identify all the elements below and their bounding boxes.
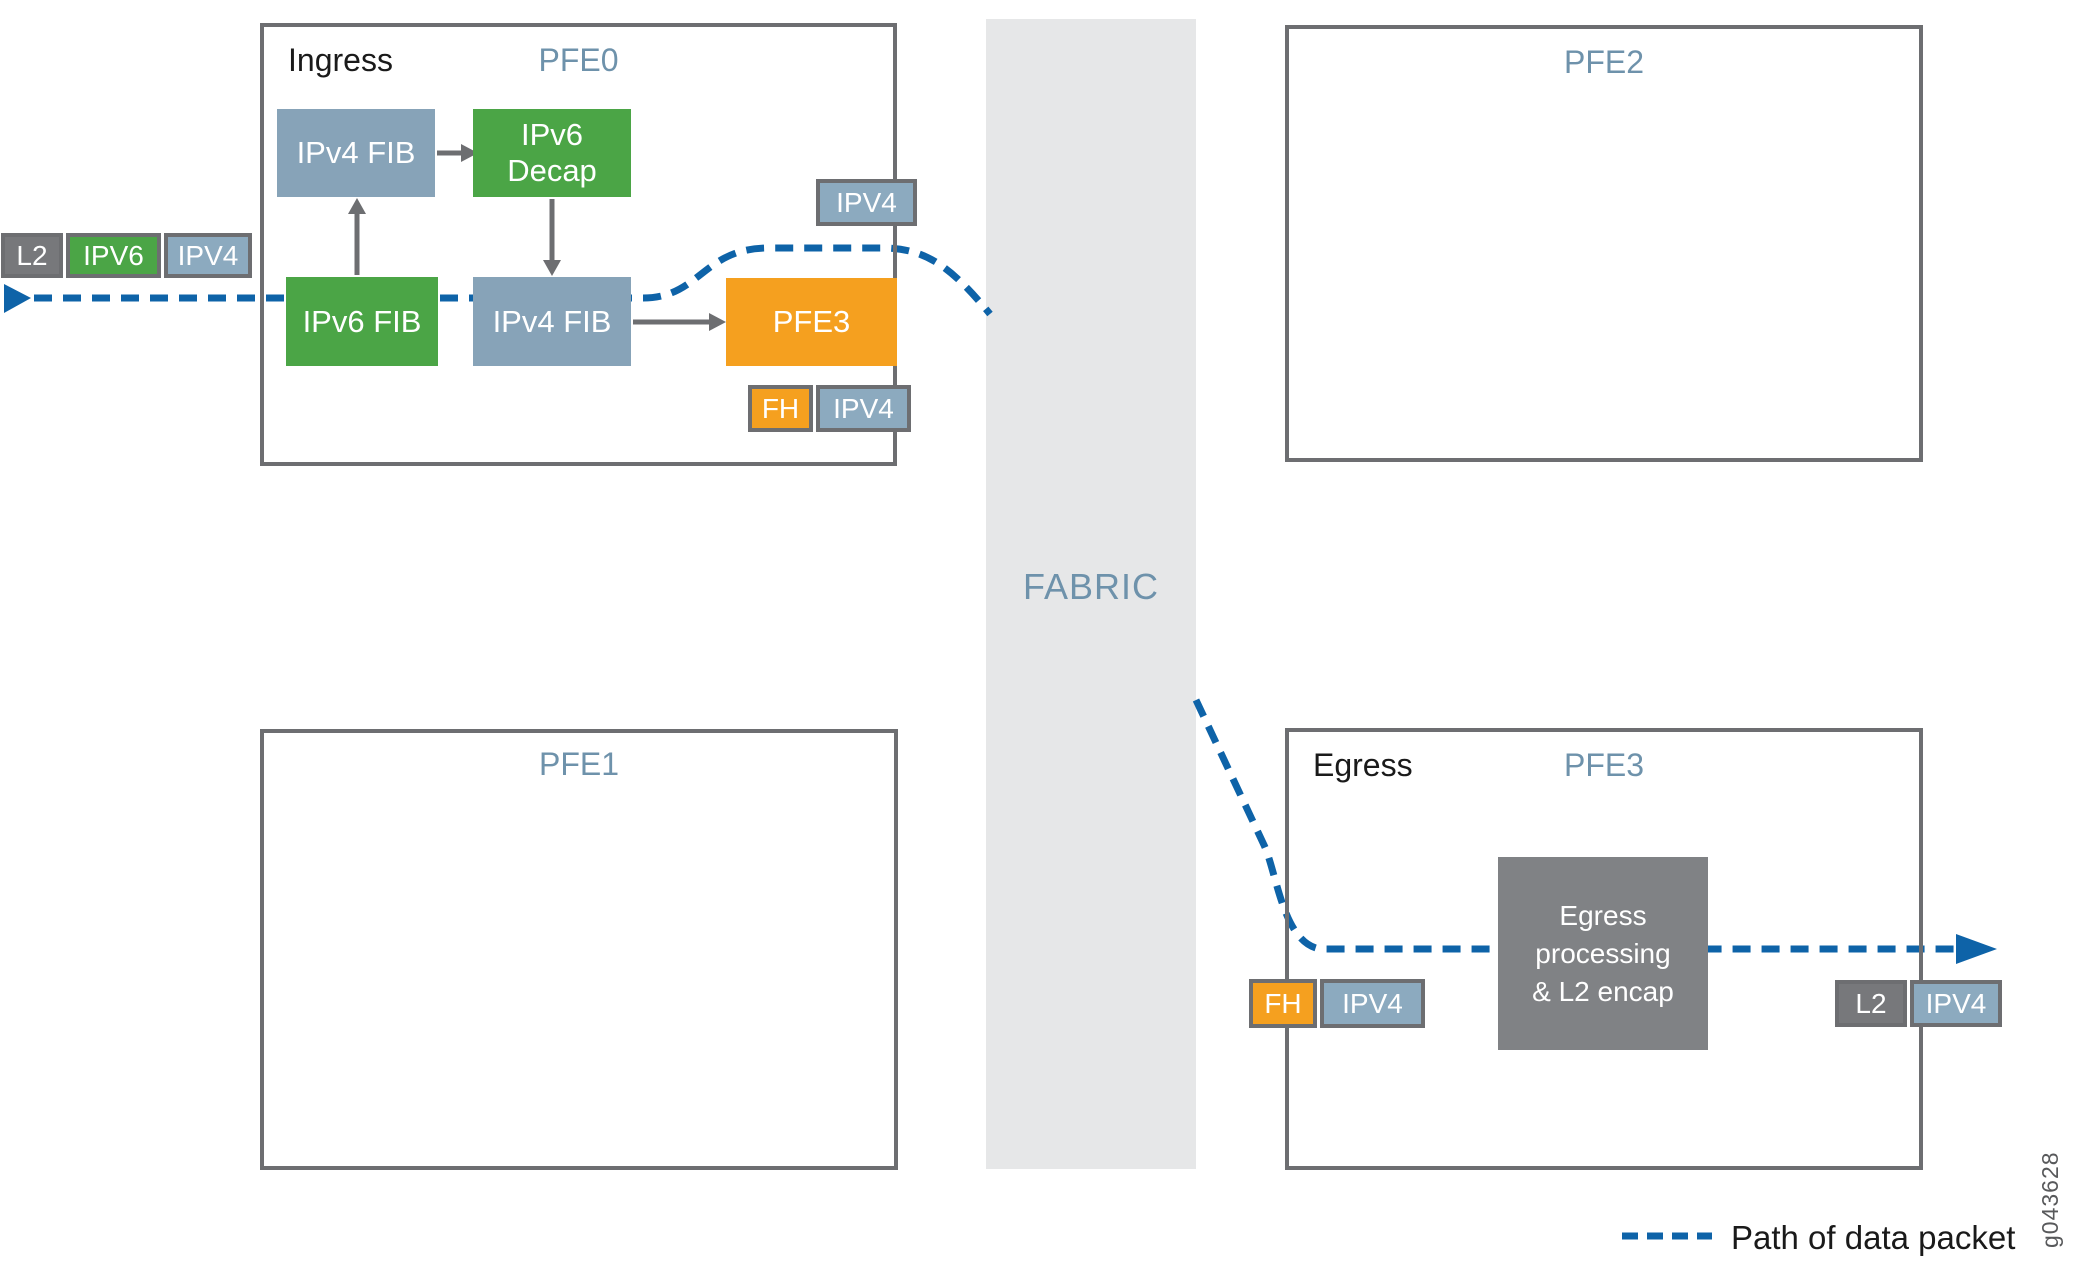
egress-processing-line3: & L2 encap — [1532, 975, 1674, 1007]
packet-segment-l2: L2 — [1, 233, 63, 278]
egress-label: Egress — [1313, 747, 1413, 783]
flow-arrow-fib-to-decap-head-icon — [461, 144, 478, 162]
pfe1-title: PFE1 — [538, 746, 620, 782]
ipv6-decap-label-line1: IPv6 — [520, 117, 584, 152]
pfe3-destination-box: PFE3 — [726, 278, 897, 366]
ipv4-fib-lower-label: IPv4 FIB — [492, 303, 612, 339]
flow-arrow-ipv4fib-to-pfe3-head-icon — [709, 313, 726, 331]
packet-segment-ipv4: IPV4 — [1910, 980, 2002, 1027]
packet-segment-l2: L2 — [1835, 980, 1907, 1027]
egress-processing-box: Egress processing & L2 encap — [1498, 857, 1708, 1050]
packet-label-egress-out: L2 IPV4 — [1835, 980, 2002, 1027]
pfe0-title: PFE0 — [538, 42, 619, 78]
pfe3-box — [1285, 728, 1923, 1170]
ipv4-fib-lower-box: IPv4 FIB — [473, 277, 631, 366]
packet-segment-ipv4: IPV4 — [164, 233, 252, 278]
fabric-band — [986, 19, 1196, 1169]
egress-processing-line1: Egress — [1559, 899, 1647, 931]
packet-path-ingress — [34, 244, 993, 317]
flow-arrow-decap-to-ipv4fib-head-icon — [543, 260, 561, 276]
fabric-label: FABRIC — [1022, 566, 1160, 607]
egress-processing-line2: processing — [1535, 937, 1671, 969]
packet-label-ingress-in: L2 IPV6 IPV4 — [1, 233, 252, 278]
packet-segment-ipv6: IPV6 — [66, 233, 161, 278]
packet-segment-fh: FH — [1249, 979, 1317, 1028]
path-start-arrow-icon — [4, 284, 31, 313]
pfe2-title: PFE2 — [1563, 44, 1645, 80]
packet-label-to-fabric: IPV4 — [816, 179, 917, 226]
pfe1-box — [260, 729, 898, 1170]
ipv4-fib-upper-label: IPv4 FIB — [296, 135, 416, 170]
packet-path-egress — [1192, 698, 1956, 953]
ipv6-decap-box: IPv6 Decap — [473, 109, 631, 197]
pfe0-box — [260, 23, 897, 466]
packet-segment-fh: FH — [748, 385, 813, 432]
path-end-arrow-icon — [1956, 934, 1997, 964]
ingress-label: Ingress — [288, 42, 393, 78]
flow-arrow-ipv6fib-to-ipv4fib-head-icon — [348, 198, 366, 214]
packet-label-ingress-out: FH IPV4 — [748, 385, 911, 432]
legend-label: Path of data packet — [1731, 1219, 2016, 1256]
packet-segment-ipv4: IPV4 — [816, 385, 911, 432]
ipv4-fib-upper-box: IPv4 FIB — [277, 109, 435, 197]
ipv6-fib-box: IPv6 FIB — [286, 277, 438, 366]
packet-segment-ipv4: IPV4 — [816, 179, 917, 226]
ipv6-fib-label: IPv6 FIB — [302, 303, 422, 339]
packet-segment-ipv4: IPV4 — [1320, 979, 1425, 1028]
ipv6-decap-label-line2: Decap — [507, 153, 597, 188]
pfe2-box — [1285, 25, 1923, 462]
pfe3-destination-label: PFE3 — [772, 304, 851, 339]
packet-label-egress-in: FH IPV4 — [1249, 979, 1425, 1028]
pfe3-title: PFE3 — [1563, 747, 1645, 783]
figure-id: g043628 — [2037, 1151, 2063, 1248]
